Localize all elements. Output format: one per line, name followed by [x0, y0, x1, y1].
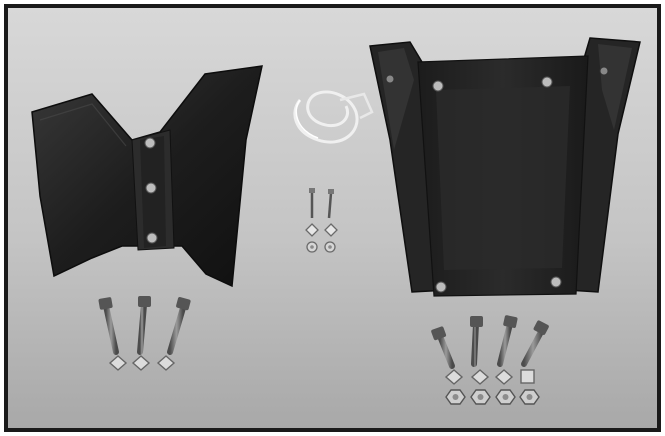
left-washer-2	[131, 355, 151, 371]
left-bracket-hole-1	[144, 137, 156, 149]
left-bracket	[31, 65, 263, 288]
right-nut-1	[445, 389, 466, 405]
right-bracket-hole-2	[541, 76, 553, 88]
right-washer-1	[444, 369, 464, 385]
left-bolt-1	[103, 303, 119, 355]
left-washer-3	[156, 355, 176, 371]
right-bolt-3	[497, 321, 513, 367]
wire-tie	[293, 90, 374, 144]
right-bolt-1	[437, 333, 455, 369]
left-bolt-3	[167, 305, 186, 355]
right-bracket-hole-4	[550, 276, 562, 288]
left-bolt-2	[137, 302, 147, 355]
left-bracket-hole-3	[146, 232, 158, 244]
left-bolt-set	[98, 296, 191, 371]
left-bracket-hole-2	[145, 182, 157, 194]
right-bolt-4	[521, 327, 545, 367]
right-bolt-2	[471, 321, 479, 367]
right-washer-3	[494, 369, 514, 385]
small-screws	[305, 188, 338, 253]
right-nut-2	[470, 389, 491, 405]
small-washer-2	[324, 223, 338, 237]
right-bracket-hole-3	[435, 281, 447, 293]
right-bolt-set	[431, 315, 549, 405]
small-washer-1	[305, 223, 319, 237]
right-nut-3	[495, 389, 516, 405]
right-bracket-hole-1	[432, 80, 444, 92]
flange-hole-left	[385, 74, 395, 84]
left-washer-1	[108, 355, 128, 371]
right-nut-4	[519, 389, 540, 405]
flange-hole-right	[599, 66, 609, 76]
right-washer-2	[470, 369, 490, 385]
right-washer-4	[520, 369, 535, 384]
right-bracket	[369, 37, 641, 297]
